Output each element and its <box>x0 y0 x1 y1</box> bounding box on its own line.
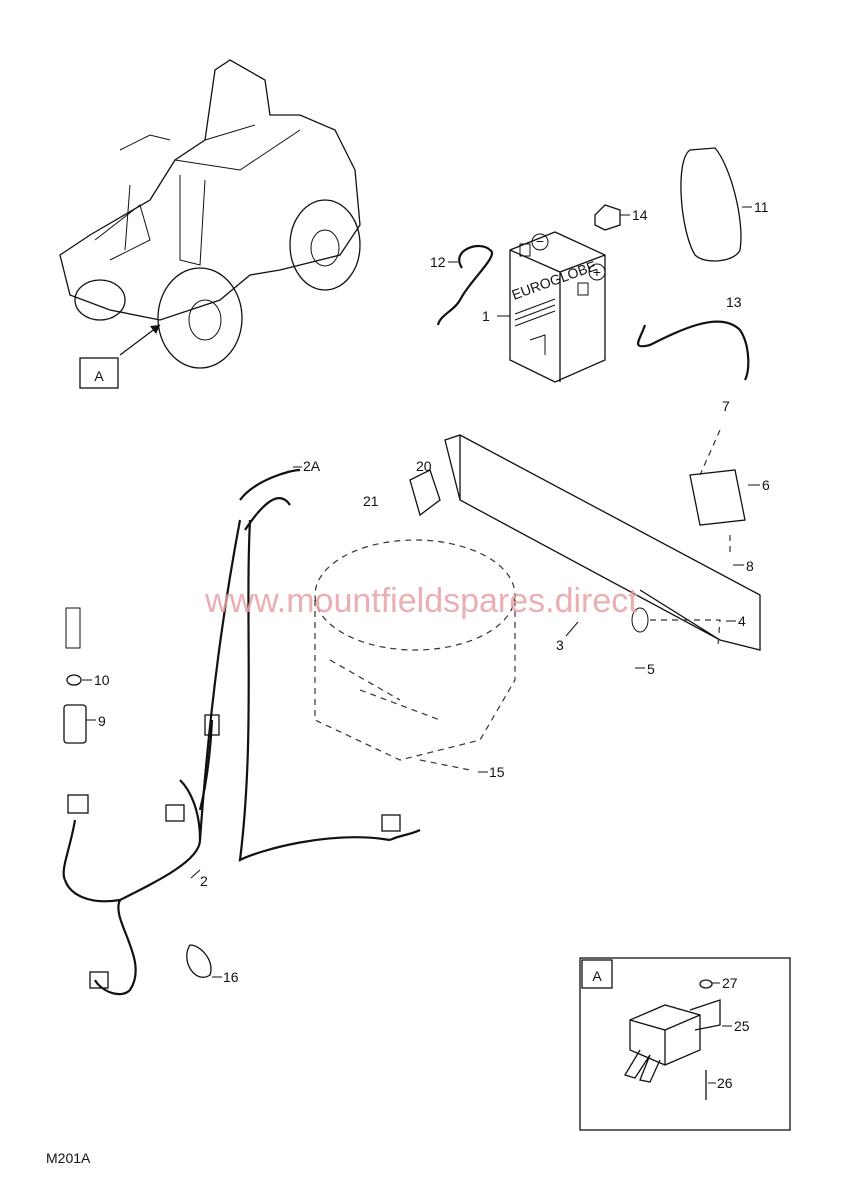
cable-tie <box>186 944 212 978</box>
diagram-code: M201A <box>46 1150 91 1166</box>
callout-9: 9 <box>98 713 106 729</box>
callout-13: 13 <box>726 294 742 310</box>
callout-27: 27 <box>722 975 738 991</box>
svg-text:−: − <box>536 233 544 249</box>
callout-25: 25 <box>734 1018 750 1034</box>
svg-text:+: + <box>593 264 601 280</box>
wiring-harness <box>62 468 421 996</box>
callout-2: 2 <box>200 873 208 889</box>
terminal-cover <box>594 204 621 231</box>
callout-14: 14 <box>632 207 648 223</box>
svg-text:A: A <box>592 968 602 984</box>
key-switch <box>63 607 87 744</box>
relay <box>409 469 441 517</box>
mounting-plate <box>444 434 761 651</box>
callout-20: 20 <box>416 458 432 474</box>
callout-15: 15 <box>489 764 505 780</box>
battery-cable-positive <box>637 320 750 381</box>
watermark: www.mountfieldspares.direct <box>204 582 638 620</box>
inset-view-a: A 27 25 26 <box>579 957 791 1131</box>
battery-cable-negative <box>436 245 494 326</box>
callout-4: 4 <box>738 613 746 629</box>
ride-on-mower-illustration <box>59 59 361 369</box>
callout-5: 5 <box>647 661 655 677</box>
callout-11: 11 <box>754 199 769 215</box>
solenoid <box>689 469 746 526</box>
part-callouts: 1 2 2A 3 4 5 6 7 8 9 10 11 12 13 14 15 1… <box>82 199 770 985</box>
callout-10: 10 <box>94 672 110 688</box>
svg-text:EUROGLOBE: EUROGLOBE <box>510 257 599 302</box>
battery-strap <box>680 147 742 262</box>
callout-6: 6 <box>762 477 770 493</box>
view-ref-box: A <box>79 357 119 389</box>
callout-1: 1 <box>482 308 490 324</box>
callout-3: 3 <box>556 637 564 653</box>
callout-12: 12 <box>430 254 446 270</box>
engine-outline <box>314 539 516 771</box>
callout-26: 26 <box>717 1075 733 1091</box>
callout-16: 16 <box>223 969 239 985</box>
callout-7: 7 <box>722 398 730 414</box>
callout-21: 21 <box>363 493 379 509</box>
callout-8: 8 <box>746 558 754 574</box>
battery: − + EUROGLOBE <box>509 231 606 383</box>
callout-2A: 2A <box>303 458 321 474</box>
svg-text:A: A <box>94 368 104 384</box>
